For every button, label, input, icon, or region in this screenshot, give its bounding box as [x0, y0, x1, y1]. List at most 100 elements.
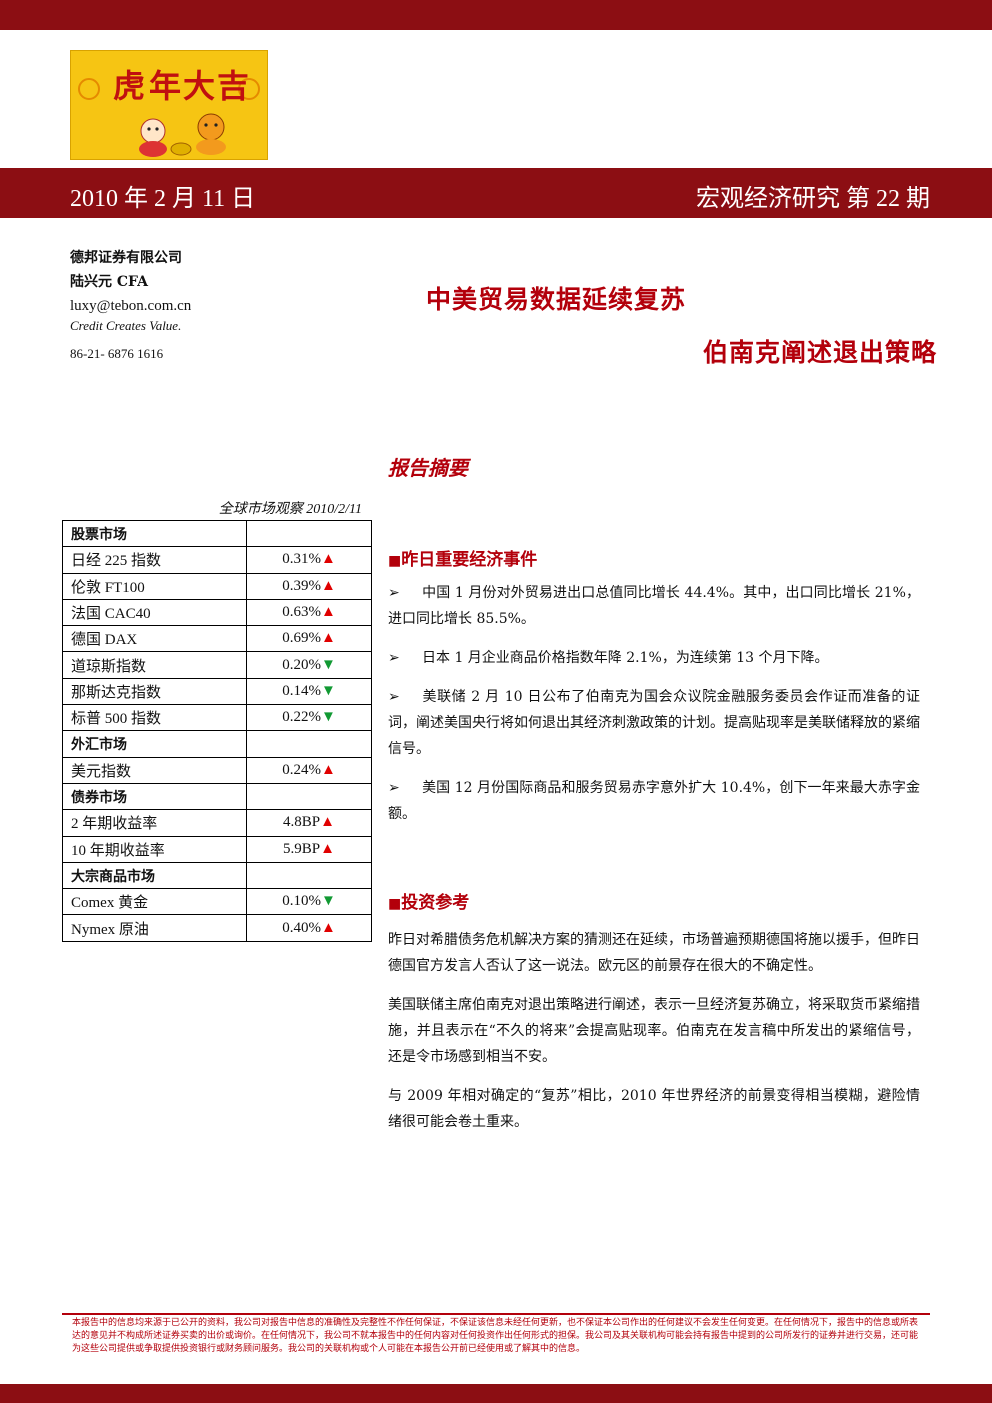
new-year-logo-image: 虎年大吉 [70, 50, 268, 160]
market-name: 美元指数 [62, 756, 247, 784]
market-change: 0.40%▲ [246, 914, 372, 942]
market-section-label: 债券市场 [62, 782, 247, 811]
table-row: 债券市场 [62, 782, 372, 811]
market-name: 道琼斯指数 [62, 651, 247, 679]
change-value: 0.20% [282, 656, 321, 673]
market-name: 日经 225 指数 [62, 546, 247, 574]
market-name: 10 年期收益率 [62, 835, 247, 863]
change-value: 0.22% [282, 709, 321, 726]
market-change: 0.69%▲ [246, 625, 372, 653]
market-change: 5.9BP▲ [246, 835, 372, 863]
market-change: 0.10%▼ [246, 888, 372, 916]
market-section-label: 大宗商品市场 [62, 861, 247, 890]
change-value: 0.24% [282, 761, 321, 778]
events-list: ➢中国 1 月份对外贸易进出口总值同比增长 44.4%。其中，出口同比增长 21… [388, 580, 920, 840]
up-arrow-icon: ▲ [320, 919, 336, 936]
up-arrow-icon: ▲ [320, 761, 336, 778]
market-name: 2 年期收益率 [62, 809, 247, 837]
down-arrow-icon: ▼ [320, 682, 336, 699]
paragraph: 与 2009 年相对确定的“复苏”相比，2010 年世界经济的前景变得相当模糊，… [388, 1088, 920, 1130]
change-value: 4.8BP [283, 814, 321, 831]
up-arrow-icon: ▲ [320, 814, 335, 831]
down-arrow-icon: ▼ [320, 656, 336, 673]
analyst-name: 陆兴元 CFA [70, 274, 148, 290]
investment-title: 投资参考 [401, 893, 470, 913]
email-link[interactable]: luxy@tebon.com.cn [70, 298, 192, 314]
market-change: 0.14%▼ [246, 677, 372, 706]
list-item: ➢美联储 2 月 10 日公布了伯南克为国会众议院金融服务委员会作证而准备的证词… [388, 684, 920, 762]
summary-title: 报告摘要 [388, 456, 468, 480]
up-arrow-icon: ▲ [320, 840, 335, 857]
paragraph: 昨日对希腊债务危机解决方案的猜测还在延续，市场普遍预期德国将施以援手，但昨日德国… [388, 932, 920, 974]
market-change [246, 730, 372, 758]
logo-illustration: 虎年大吉 [71, 51, 267, 159]
change-value: 0.14% [282, 682, 321, 699]
market-section-label: 股票市场 [62, 519, 247, 548]
events-heading: ■昨日重要经济事件 [388, 545, 537, 570]
market-name: 法国 CAC40 [62, 598, 247, 627]
disclaimer-text: 本报告中的信息均来源于已公开的资料，我公司对报告中信息的准确性及完整性不作任何保… [72, 1318, 919, 1354]
investment-heading: ■投资参考 [388, 888, 469, 913]
market-change [246, 861, 372, 890]
square-bullet-icon: ■ [388, 553, 402, 569]
header-banner [0, 168, 992, 218]
list-item: ➢日本 1 月企业商品价格指数年降 2.1%，为连续第 13 个月下降。 [388, 645, 920, 671]
market-name: Nymex 原油 [62, 914, 247, 942]
market-name: 德国 DAX [62, 625, 247, 653]
market-name: 那斯达克指数 [62, 677, 247, 706]
investment-body: 昨日对希腊债务危机解决方案的猜测还在延续，市场普遍预期德国将施以援手，但昨日德国… [388, 927, 920, 1148]
company-slogan: Credit Creates Value. [70, 318, 182, 333]
contact-block: 德邦证券有限公司 陆兴元 CFA luxy@tebon.com.cn Credi… [70, 246, 191, 366]
market-name: 标普 500 指数 [62, 704, 247, 732]
down-arrow-icon: ▼ [320, 893, 336, 910]
headline-line-2: 伯南克阐述退出策略 [702, 338, 937, 367]
change-value: 5.9BP [283, 840, 321, 857]
report-series: 宏观经济研究 第 22 期 [696, 186, 930, 212]
bottom-color-bar [0, 1384, 992, 1403]
market-change [246, 782, 372, 811]
table-row: 2 年期收益率 4.8BP▲ [62, 809, 372, 837]
events-title: 昨日重要经济事件 [401, 550, 538, 570]
change-value: 0.63% [282, 604, 321, 621]
headline-line-1: 中美贸易数据延续复苏 [426, 285, 687, 314]
market-change: 0.39%▲ [246, 572, 372, 600]
report-date: 2010 年 2 月 11 日 [70, 186, 256, 212]
market-change [246, 519, 372, 548]
market-table-caption: 全球市场观察 2010/2/11 [218, 502, 362, 517]
change-value: 0.40% [282, 919, 321, 936]
change-value: 0.39% [282, 577, 321, 594]
up-arrow-icon: ▲ [320, 551, 336, 568]
market-change: 0.24%▲ [246, 756, 372, 784]
table-row: 外汇市场 [62, 730, 372, 758]
table-row: 股票市场 [62, 519, 372, 548]
top-color-bar [0, 0, 992, 30]
market-change: 0.22%▼ [246, 704, 372, 732]
list-item: ➢中国 1 月份对外贸易进出口总值同比增长 44.4%。其中，出口同比增长 21… [388, 580, 920, 632]
change-value: 0.10% [282, 893, 321, 910]
svg-text:大: 大 [183, 67, 215, 105]
paragraph: 美国联储主席伯南克对退出策略进行阐述，表示一旦经济复苏确立，将采取货币紧缩措施，… [388, 997, 920, 1065]
table-row: 法国 CAC40 0.63%▲ [62, 598, 372, 627]
change-value: 0.31% [282, 551, 321, 568]
square-bullet-icon: ■ [388, 896, 402, 912]
svg-text:吉: 吉 [217, 67, 249, 105]
up-arrow-icon: ▲ [320, 604, 336, 621]
arrow-bullet-icon: ➢ [388, 585, 400, 601]
market-change: 0.20%▼ [246, 651, 372, 679]
up-arrow-icon: ▲ [320, 577, 336, 594]
market-name: Comex 黄金 [62, 888, 247, 916]
phone-number: 86-21- 6876 1616 [70, 346, 164, 361]
market-change: 0.31%▲ [246, 546, 372, 574]
svg-text:年: 年 [149, 67, 181, 105]
svg-text:虎: 虎 [113, 67, 145, 105]
